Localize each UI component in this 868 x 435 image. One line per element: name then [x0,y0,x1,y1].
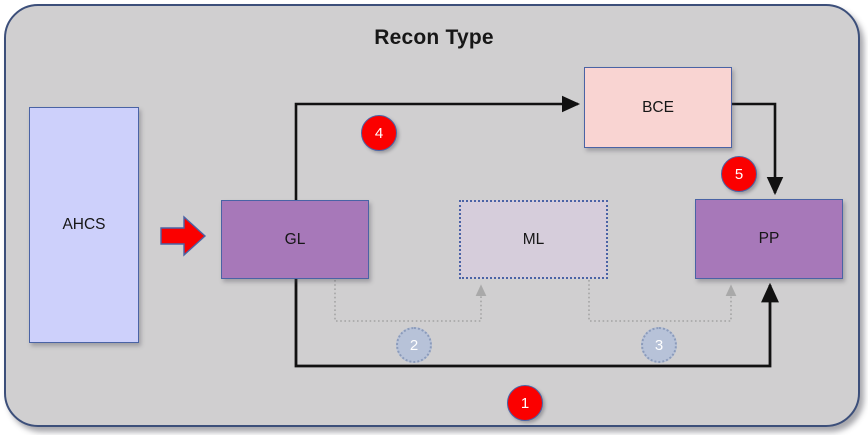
badge-5-label: 5 [734,165,744,183]
node-ml-label: ML [522,230,545,248]
badge-1[interactable]: 1 [507,385,543,421]
badge-1-label: 1 [520,394,530,412]
page-title: Recon Type [374,26,494,49]
node-bce[interactable]: BCE [584,67,732,148]
badge-3[interactable]: 3 [641,327,677,363]
node-gl[interactable]: GL [221,200,369,279]
node-bce-label: BCE [642,98,674,116]
node-gl-label: GL [284,230,306,248]
node-pp-label: PP [758,230,780,247]
node-ahcs-label: AHCS [62,216,106,233]
node-ml[interactable]: ML [459,200,608,279]
badge-3-label: 3 [654,336,664,354]
badge-4-label: 4 [374,124,384,142]
badge-2-label: 2 [409,336,419,354]
badge-2[interactable]: 2 [396,327,432,363]
node-pp[interactable]: PP [695,199,843,279]
badge-5[interactable]: 5 [721,156,757,192]
badge-4[interactable]: 4 [361,115,397,151]
node-ahcs[interactable]: AHCS [29,107,139,343]
